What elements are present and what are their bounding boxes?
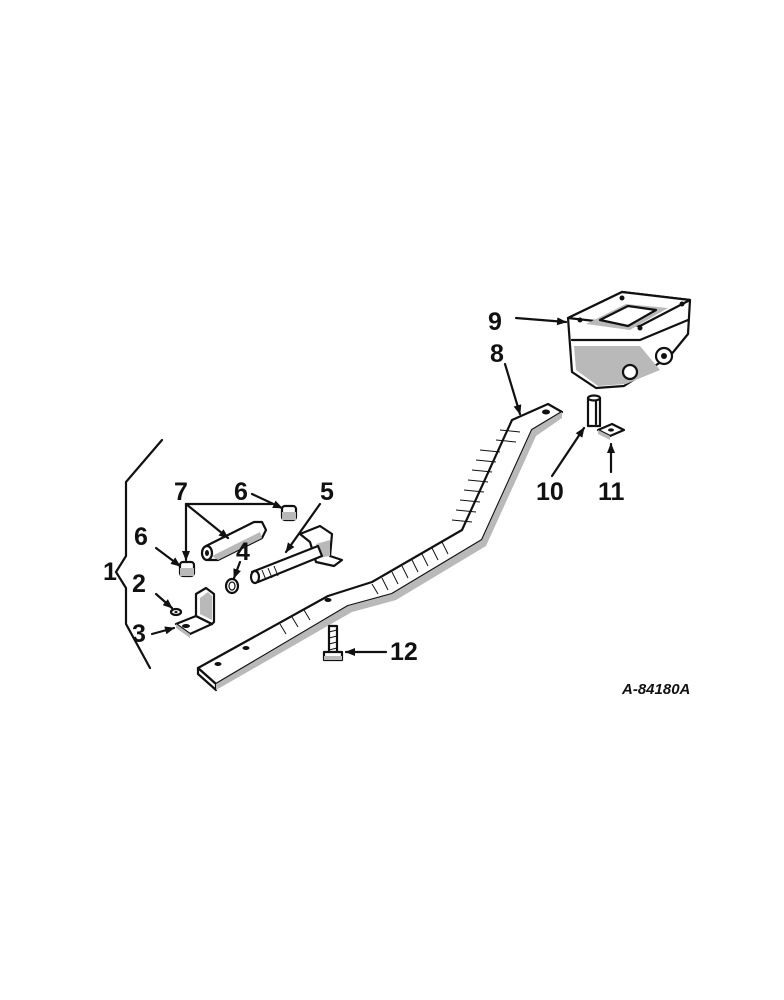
callout-9: 9 — [488, 308, 502, 336]
housing-bolt-hole — [637, 325, 643, 331]
callout-6-right: 6 — [234, 478, 248, 506]
bracket-part — [174, 586, 216, 638]
plug-part-left — [178, 560, 196, 578]
drawbar-hole — [214, 662, 222, 666]
drawbar-hatching — [279, 429, 521, 635]
snap-ring-part — [224, 577, 240, 595]
callout-10: 10 — [536, 478, 564, 506]
drawbar-hole — [542, 409, 550, 415]
pin-part — [586, 394, 602, 428]
callout-8: 8 — [490, 340, 504, 368]
callout-7: 7 — [174, 478, 188, 506]
housing-bolt-hole — [679, 301, 685, 307]
drawbar-hole — [324, 598, 332, 602]
callout-1: 1 — [103, 558, 117, 586]
figure-id: A-84180A — [621, 681, 690, 698]
plug-part-right — [280, 504, 298, 522]
drawbar-hole — [242, 646, 250, 650]
callout-6-left: 6 — [134, 523, 148, 551]
handle-grip-part — [200, 520, 268, 562]
nut-part — [169, 607, 183, 617]
callout-11: 11 — [598, 478, 625, 506]
group-bracket — [114, 438, 164, 670]
callout-4: 4 — [236, 538, 250, 566]
shaft-part — [249, 524, 344, 585]
lock-plate-part — [596, 422, 626, 440]
cap-screw-part — [322, 624, 344, 662]
callout-3: 3 — [132, 620, 146, 648]
callout-2: 2 — [132, 570, 146, 598]
callout-5: 5 — [320, 478, 334, 506]
callout-12: 12 — [390, 638, 418, 666]
housing-bolt-hole — [619, 295, 625, 301]
leader-lines — [150, 316, 615, 656]
housing-bolt-hole — [577, 317, 583, 323]
housing-part — [566, 290, 692, 390]
drawbar-part — [196, 402, 564, 692]
